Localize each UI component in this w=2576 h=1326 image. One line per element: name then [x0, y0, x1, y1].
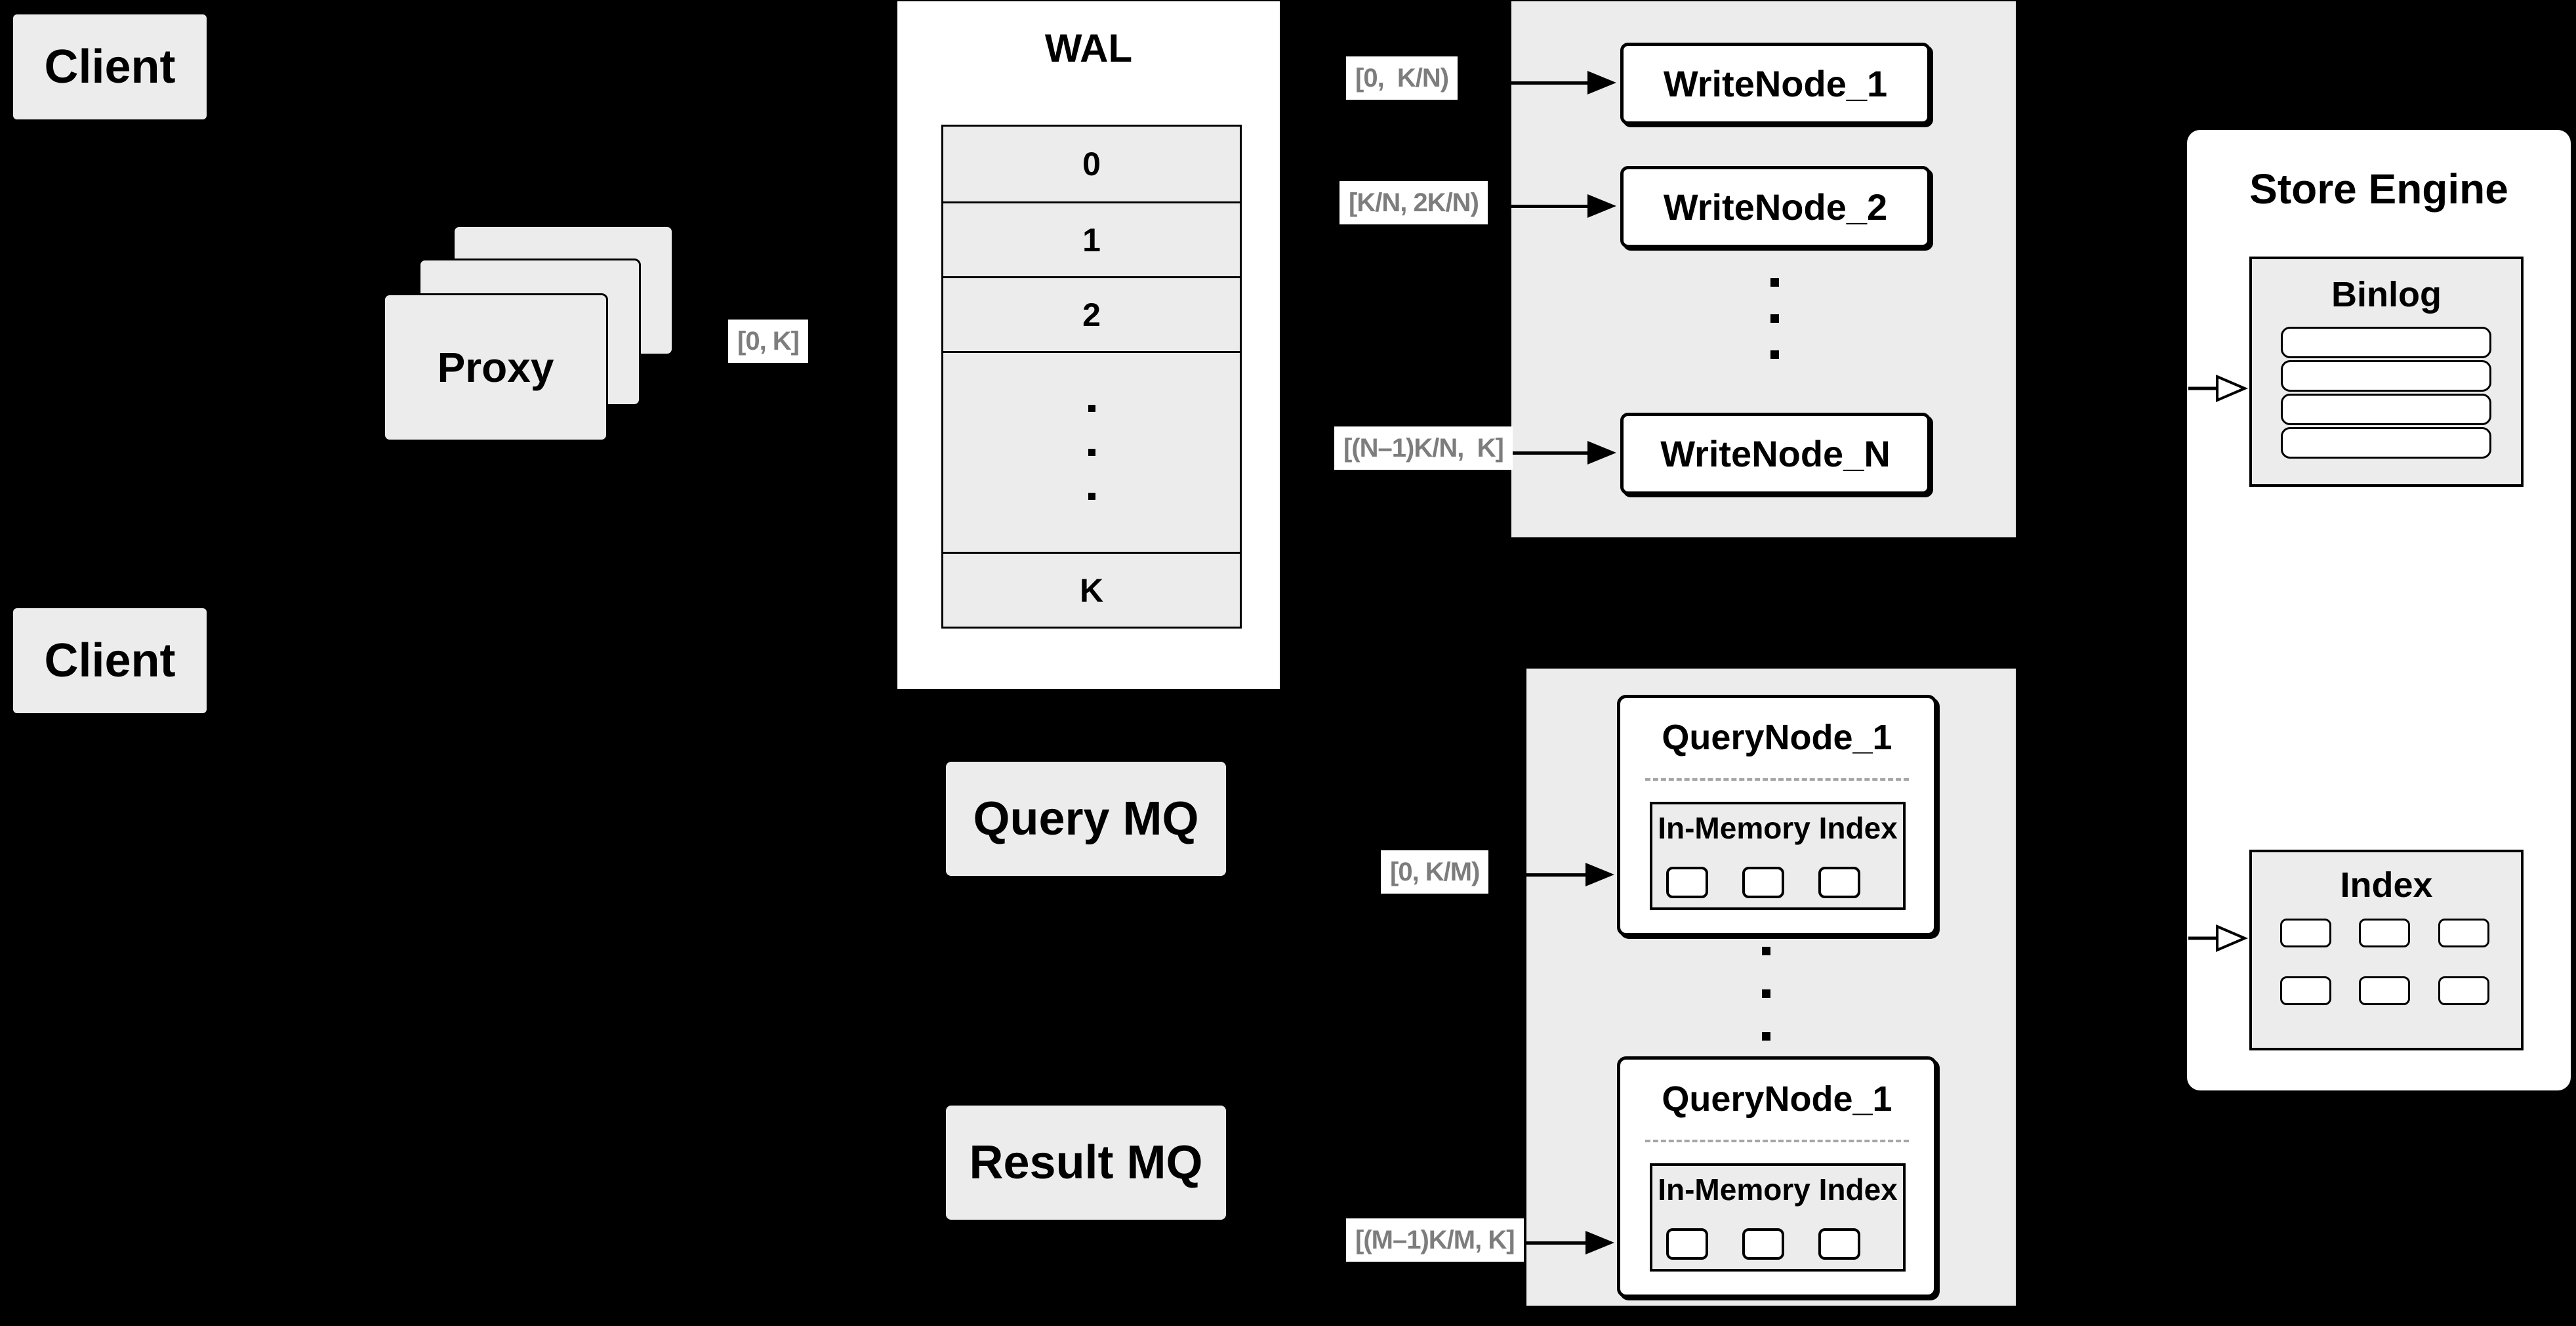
- segment-cell: [1742, 867, 1784, 898]
- mq-query1-arrow-line: [1476, 873, 1585, 877]
- index-title: Index: [2340, 865, 2433, 905]
- binlog-open-arrow-icon: [2188, 374, 2249, 403]
- index-cell: [2280, 976, 2331, 1005]
- index-cell: [2280, 919, 2331, 947]
- segment-cell: [1818, 867, 1860, 898]
- binlog-row: [2281, 394, 2491, 425]
- proxy-wal-arrow-head: [864, 333, 893, 357]
- wal-row-1: 1: [943, 201, 1240, 276]
- binlog-box: Binlog: [2249, 257, 2524, 487]
- result-mq-label: Result MQ: [969, 1136, 1203, 1189]
- range-label-write2: [K/N, 2K/N): [1339, 181, 1488, 224]
- range-label-queryM: [(M–1)K/M, K]: [1346, 1218, 1524, 1262]
- ellipsis-dot: [1762, 1032, 1770, 1041]
- write-node-2-label: WriteNode_2: [1663, 186, 1888, 228]
- segment-cell: [1666, 867, 1708, 898]
- result-mq-box: Result MQ: [946, 1106, 1226, 1220]
- client-box-top: Client: [13, 14, 207, 119]
- query-node-1-box: QueryNode_1 In-Memory Index: [1617, 695, 1937, 936]
- wal-row-k: K: [943, 552, 1240, 627]
- wal-title: WAL: [1044, 26, 1133, 70]
- segment-cell: [1818, 1228, 1860, 1260]
- index-open-arrow-icon: [2188, 924, 2249, 953]
- ellipsis-dot: [1088, 405, 1095, 412]
- mq-query1-arrow-head: [1585, 863, 1614, 886]
- ellipsis-dot: [1770, 350, 1779, 359]
- ellipsis-dot: [1088, 493, 1095, 500]
- client-top-label: Client: [44, 41, 176, 93]
- write-node-1-box: WriteNode_1: [1620, 43, 1931, 125]
- wal-row-0: 0: [1082, 146, 1101, 182]
- store-engine-title: Store Engine: [2249, 165, 2508, 213]
- in-memory-index-box-1: In-Memory Index: [1650, 802, 1906, 910]
- wal-row-2: 2: [943, 276, 1240, 351]
- dashed-separator: [1645, 1140, 1909, 1142]
- binlog-row: [2281, 327, 2491, 358]
- wal-write2-arrow-line: [1476, 205, 1587, 208]
- ellipsis-dot: [1762, 947, 1770, 955]
- wal-write1-arrow-head: [1587, 71, 1616, 94]
- index-cell: [2438, 919, 2489, 947]
- binlog-title: Binlog: [2331, 275, 2442, 314]
- ellipsis-dot: [1762, 989, 1770, 998]
- ellipsis-dot: [1770, 314, 1779, 323]
- proxy-stack-front: Proxy: [383, 293, 608, 442]
- ellipsis-dot: [1088, 449, 1095, 456]
- binlog-row: [2281, 360, 2491, 392]
- in-memory-index-box-2: In-Memory Index: [1650, 1163, 1906, 1272]
- query-node-1-title: QueryNode_1: [1662, 718, 1892, 757]
- write-node-1-label: WriteNode_1: [1663, 63, 1888, 104]
- dashed-separator: [1645, 778, 1909, 781]
- wal-write2-arrow-head: [1587, 194, 1616, 218]
- store-engine-container: Store Engine Binlog Index: [2187, 130, 2571, 1090]
- write-node-n-label: WriteNode_N: [1660, 433, 1891, 474]
- wal-ellipsis: [943, 351, 1240, 552]
- index-cell: [2359, 919, 2410, 947]
- proxy-wal-arrow-line: [818, 344, 864, 347]
- wal-segment-table: 0 1 2 K: [941, 125, 1242, 629]
- binlog-row: [2281, 427, 2491, 459]
- write-node-n-box: WriteNode_N: [1620, 413, 1931, 495]
- query-mq-box: Query MQ: [946, 762, 1226, 876]
- wal-write1-arrow-line: [1476, 81, 1587, 85]
- wal-writeN-arrow-line: [1476, 451, 1587, 455]
- client-bottom-label: Client: [44, 634, 176, 687]
- range-label-write1: [0, K/N): [1346, 56, 1458, 100]
- range-label-writeN: [(N–1)K/N, K]: [1334, 426, 1513, 470]
- query-node-2-box: QueryNode_1 In-Memory Index: [1617, 1056, 1937, 1298]
- index-cell: [2438, 976, 2489, 1005]
- index-box: Index: [2249, 850, 2524, 1050]
- wal-container: WAL 0 1 2 K: [897, 1, 1280, 689]
- index-cell: [2359, 976, 2410, 1005]
- query-mq-label: Query MQ: [973, 793, 1199, 845]
- range-label-proxy-wal: [0, K]: [728, 320, 808, 363]
- in-memory-index-title-1: In-Memory Index: [1658, 811, 1898, 845]
- wal-writeN-arrow-head: [1587, 441, 1616, 465]
- ellipsis-dot: [1770, 278, 1779, 287]
- query-node-2-title: QueryNode_1: [1662, 1079, 1892, 1119]
- in-memory-index-title-2: In-Memory Index: [1658, 1172, 1898, 1207]
- write-node-2-box: WriteNode_2: [1620, 166, 1931, 248]
- segment-cell: [1742, 1228, 1784, 1260]
- range-label-query1: [0, K/M): [1381, 850, 1489, 894]
- proxy-label: Proxy: [437, 344, 554, 391]
- mq-queryM-arrow-line: [1476, 1241, 1585, 1245]
- segment-cell: [1666, 1228, 1708, 1260]
- client-box-bottom: Client: [13, 608, 207, 713]
- mq-queryM-arrow-head: [1585, 1231, 1614, 1254]
